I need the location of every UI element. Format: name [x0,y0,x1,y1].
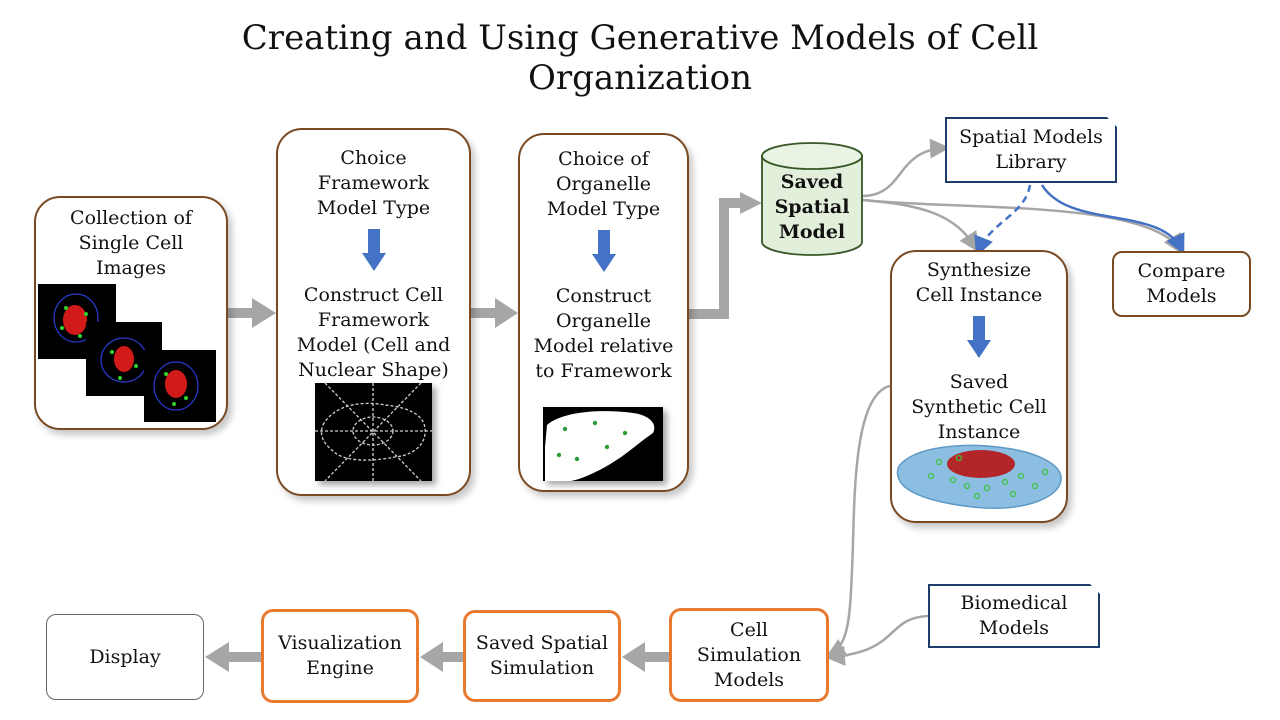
framework-choice-label: Choice Framework Model Type [316,147,431,219]
vis-engine-box[interactable]: Visualization Engine [261,609,419,703]
library-box[interactable]: Spatial Models Library [945,117,1117,183]
arrow-cell-sim-to-saved-sim [622,642,669,672]
organelle-construct-label: Construct Organelle Model relative to Fr… [533,285,674,382]
saved-sim-label: Saved Spatial Simulation [475,632,609,679]
framework-model-image [315,383,432,481]
connector-library-to-compare [1040,184,1185,255]
display-label: Display [89,645,161,668]
connector-biomedical-to-cell-sim [825,614,929,666]
biomedical-label: Biomedical Models [960,592,1068,639]
synthesize-label: Synthesize Cell Instance [915,259,1043,306]
connector-saved-to-compare [861,198,1183,255]
display-box[interactable]: Display [46,614,204,700]
down-arrow-icon [591,230,616,272]
arrow-framework-to-organelle [471,298,518,328]
page-title: Creating and Using Generative Models of … [241,18,1039,98]
saved-sim-box[interactable]: Saved Spatial Simulation [463,610,621,702]
cylinder-icon [761,142,863,256]
framework-box[interactable]: Choice Framework Model Type Construct Ce… [276,128,471,496]
connector-library-to-synthesize [974,184,1032,257]
saved-model-label[interactable]: Saved Spatial Model [774,171,850,243]
synthetic-cell-image [896,444,1062,509]
arrow-collection-to-framework [228,298,276,328]
saved-instance-label: Saved Synthetic Cell Instance [911,371,1047,443]
framework-construct-label: Construct Cell Framework Model (Cell and… [296,284,451,381]
library-label: Spatial Models Library [959,126,1103,173]
arrow-vis-to-display [205,642,261,672]
collection-label: Collection of Single Cell Images [70,207,192,279]
connector-saved-to-synthesize [861,198,979,253]
organelle-choice-label: Choice of Organelle Model Type [546,148,661,220]
cell-sim-label: Cell Simulation Models [696,618,802,691]
cell-images-stack [38,284,216,422]
compare-box[interactable]: Compare Models [1112,251,1251,317]
vis-engine-label: Visualization Engine [278,632,402,679]
connector-synthesize-to-cell-sim [825,384,891,658]
biomedical-box[interactable]: Biomedical Models [928,584,1100,648]
arrow-organelle-to-saved-model [689,192,762,319]
down-arrow-icon [967,316,991,358]
connector-saved-to-library [861,138,950,198]
organelle-model-image [543,407,663,481]
down-arrow-icon [361,229,386,271]
compare-label: Compare Models [1137,260,1226,307]
cell-sim-box[interactable]: Cell Simulation Models [669,608,829,702]
arrow-saved-sim-to-vis [420,642,464,672]
